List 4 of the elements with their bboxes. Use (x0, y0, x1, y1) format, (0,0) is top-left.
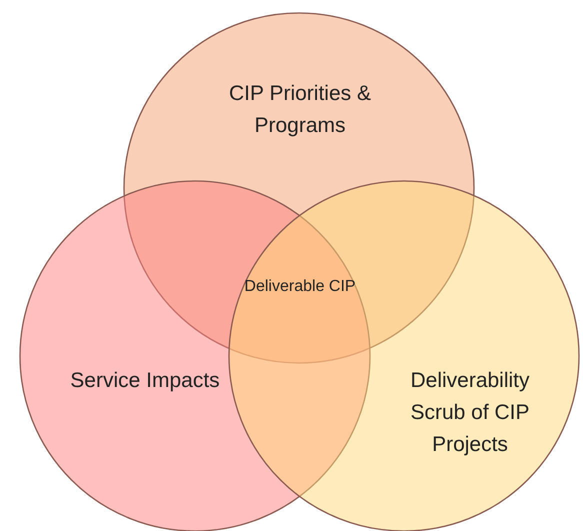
circle-label: Deliverability Scrub of CIP Projects (409, 368, 531, 458)
circle-label: CIP Priorities & Programs (228, 81, 372, 139)
circle-label: Service Impacts (70, 368, 220, 394)
overlap-label: Deliverable CIP (243, 277, 357, 297)
